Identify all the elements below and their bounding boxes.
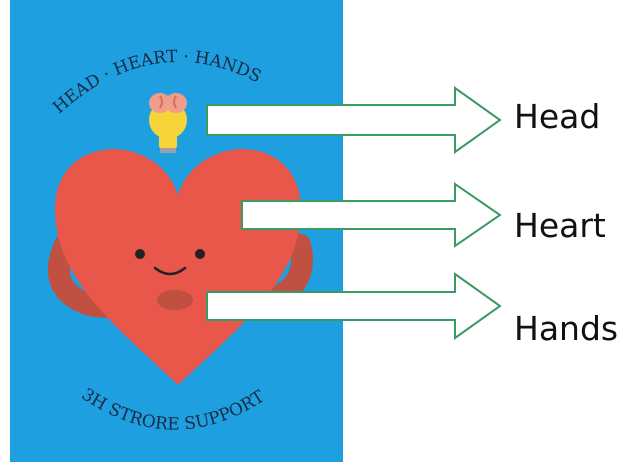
poster-svg: HEAD · HEART · HANDS 3H STRORE SUPPORT — [10, 0, 343, 462]
label-head: Head — [514, 100, 600, 133]
poster-image: HEAD · HEART · HANDS 3H STRORE SUPPORT — [10, 0, 343, 462]
label-hands: Hands — [514, 312, 618, 345]
label-heart: Heart — [514, 209, 606, 242]
